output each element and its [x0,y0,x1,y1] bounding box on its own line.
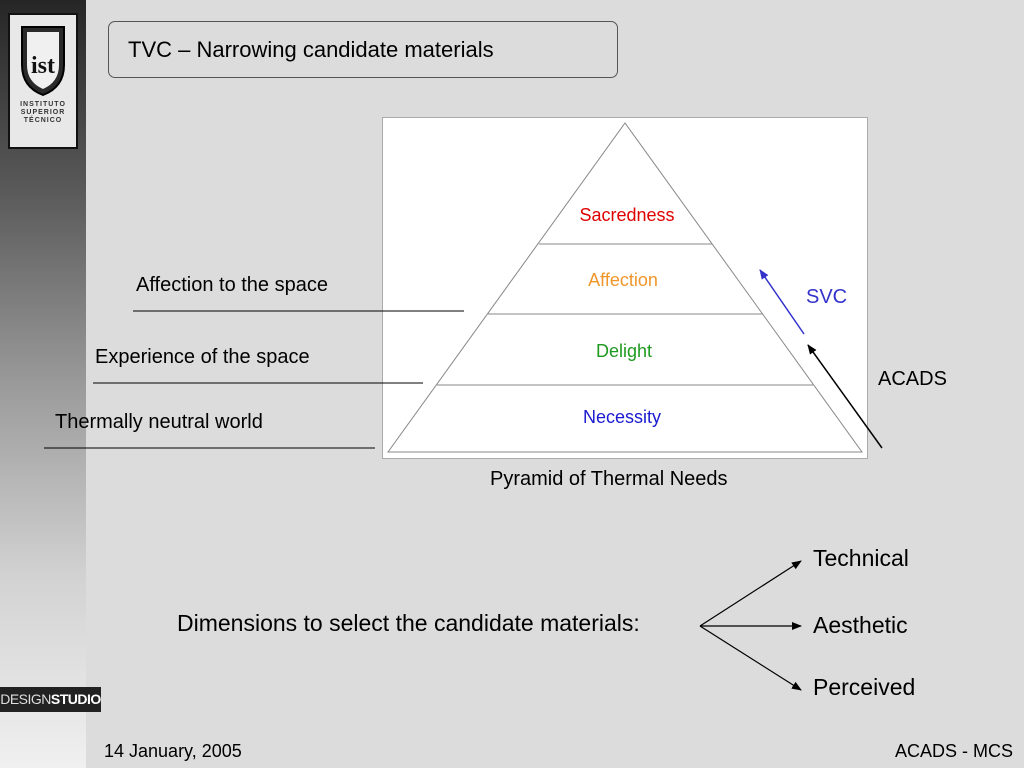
sidebar-gradient: ist INSTITUTO SUPERIOR TÉCNICO [0,0,86,768]
badge-part-2: STUDIO [50,691,101,707]
arrow-technical [699,560,802,627]
footer-right: ACADS - MCS [894,741,1013,761]
label-thermally-neutral: Thermally neutral world [55,411,263,433]
label-experience-of-space: Experience of the space [95,346,310,368]
logo-line-1: INSTITUTO [20,101,66,108]
svc-label: SVC [806,286,848,308]
acads-arrow [807,344,883,449]
pyramid-outline [387,122,863,453]
svc-arrow [759,269,805,335]
dimensions-label: Dimensions to select the candidate mater… [177,610,640,636]
level-affection: Affection [588,270,658,290]
shield-icon: ist [21,26,65,97]
logo-line-3: TÉCNICO [23,117,63,124]
ist-logo: ist INSTITUTO SUPERIOR TÉCNICO [8,13,78,149]
arrow-perceived [699,625,802,691]
slide-title: TVC – Narrowing candidate materials [128,37,494,62]
designstudio-badge: DESIGNSTUDIO [0,687,101,712]
logo-caption: INSTITUTO SUPERIOR TÉCNICO [10,101,76,125]
dimension-technical: Technical [813,545,909,571]
dimension-perceived: Perceived [813,674,916,700]
title-box: TVC – Narrowing candidate materials [108,21,618,78]
level-sacredness: Sacredness [579,205,675,225]
label-affection-to-space: Affection to the space [136,274,328,296]
acads-label: ACADS [878,368,947,390]
dimension-aesthetic: Aesthetic [813,612,908,638]
level-necessity: Necessity [582,407,662,427]
logo-line-2: SUPERIOR [20,109,66,116]
logo-letters: ist [31,53,55,79]
badge-part-1: DESIGN [0,691,51,707]
pyramid-caption: Pyramid of Thermal Needs [490,468,728,490]
level-delight: Delight [595,341,653,361]
pyramid-frame [382,117,868,459]
footer-date: 14 January, 2005 [104,741,242,761]
